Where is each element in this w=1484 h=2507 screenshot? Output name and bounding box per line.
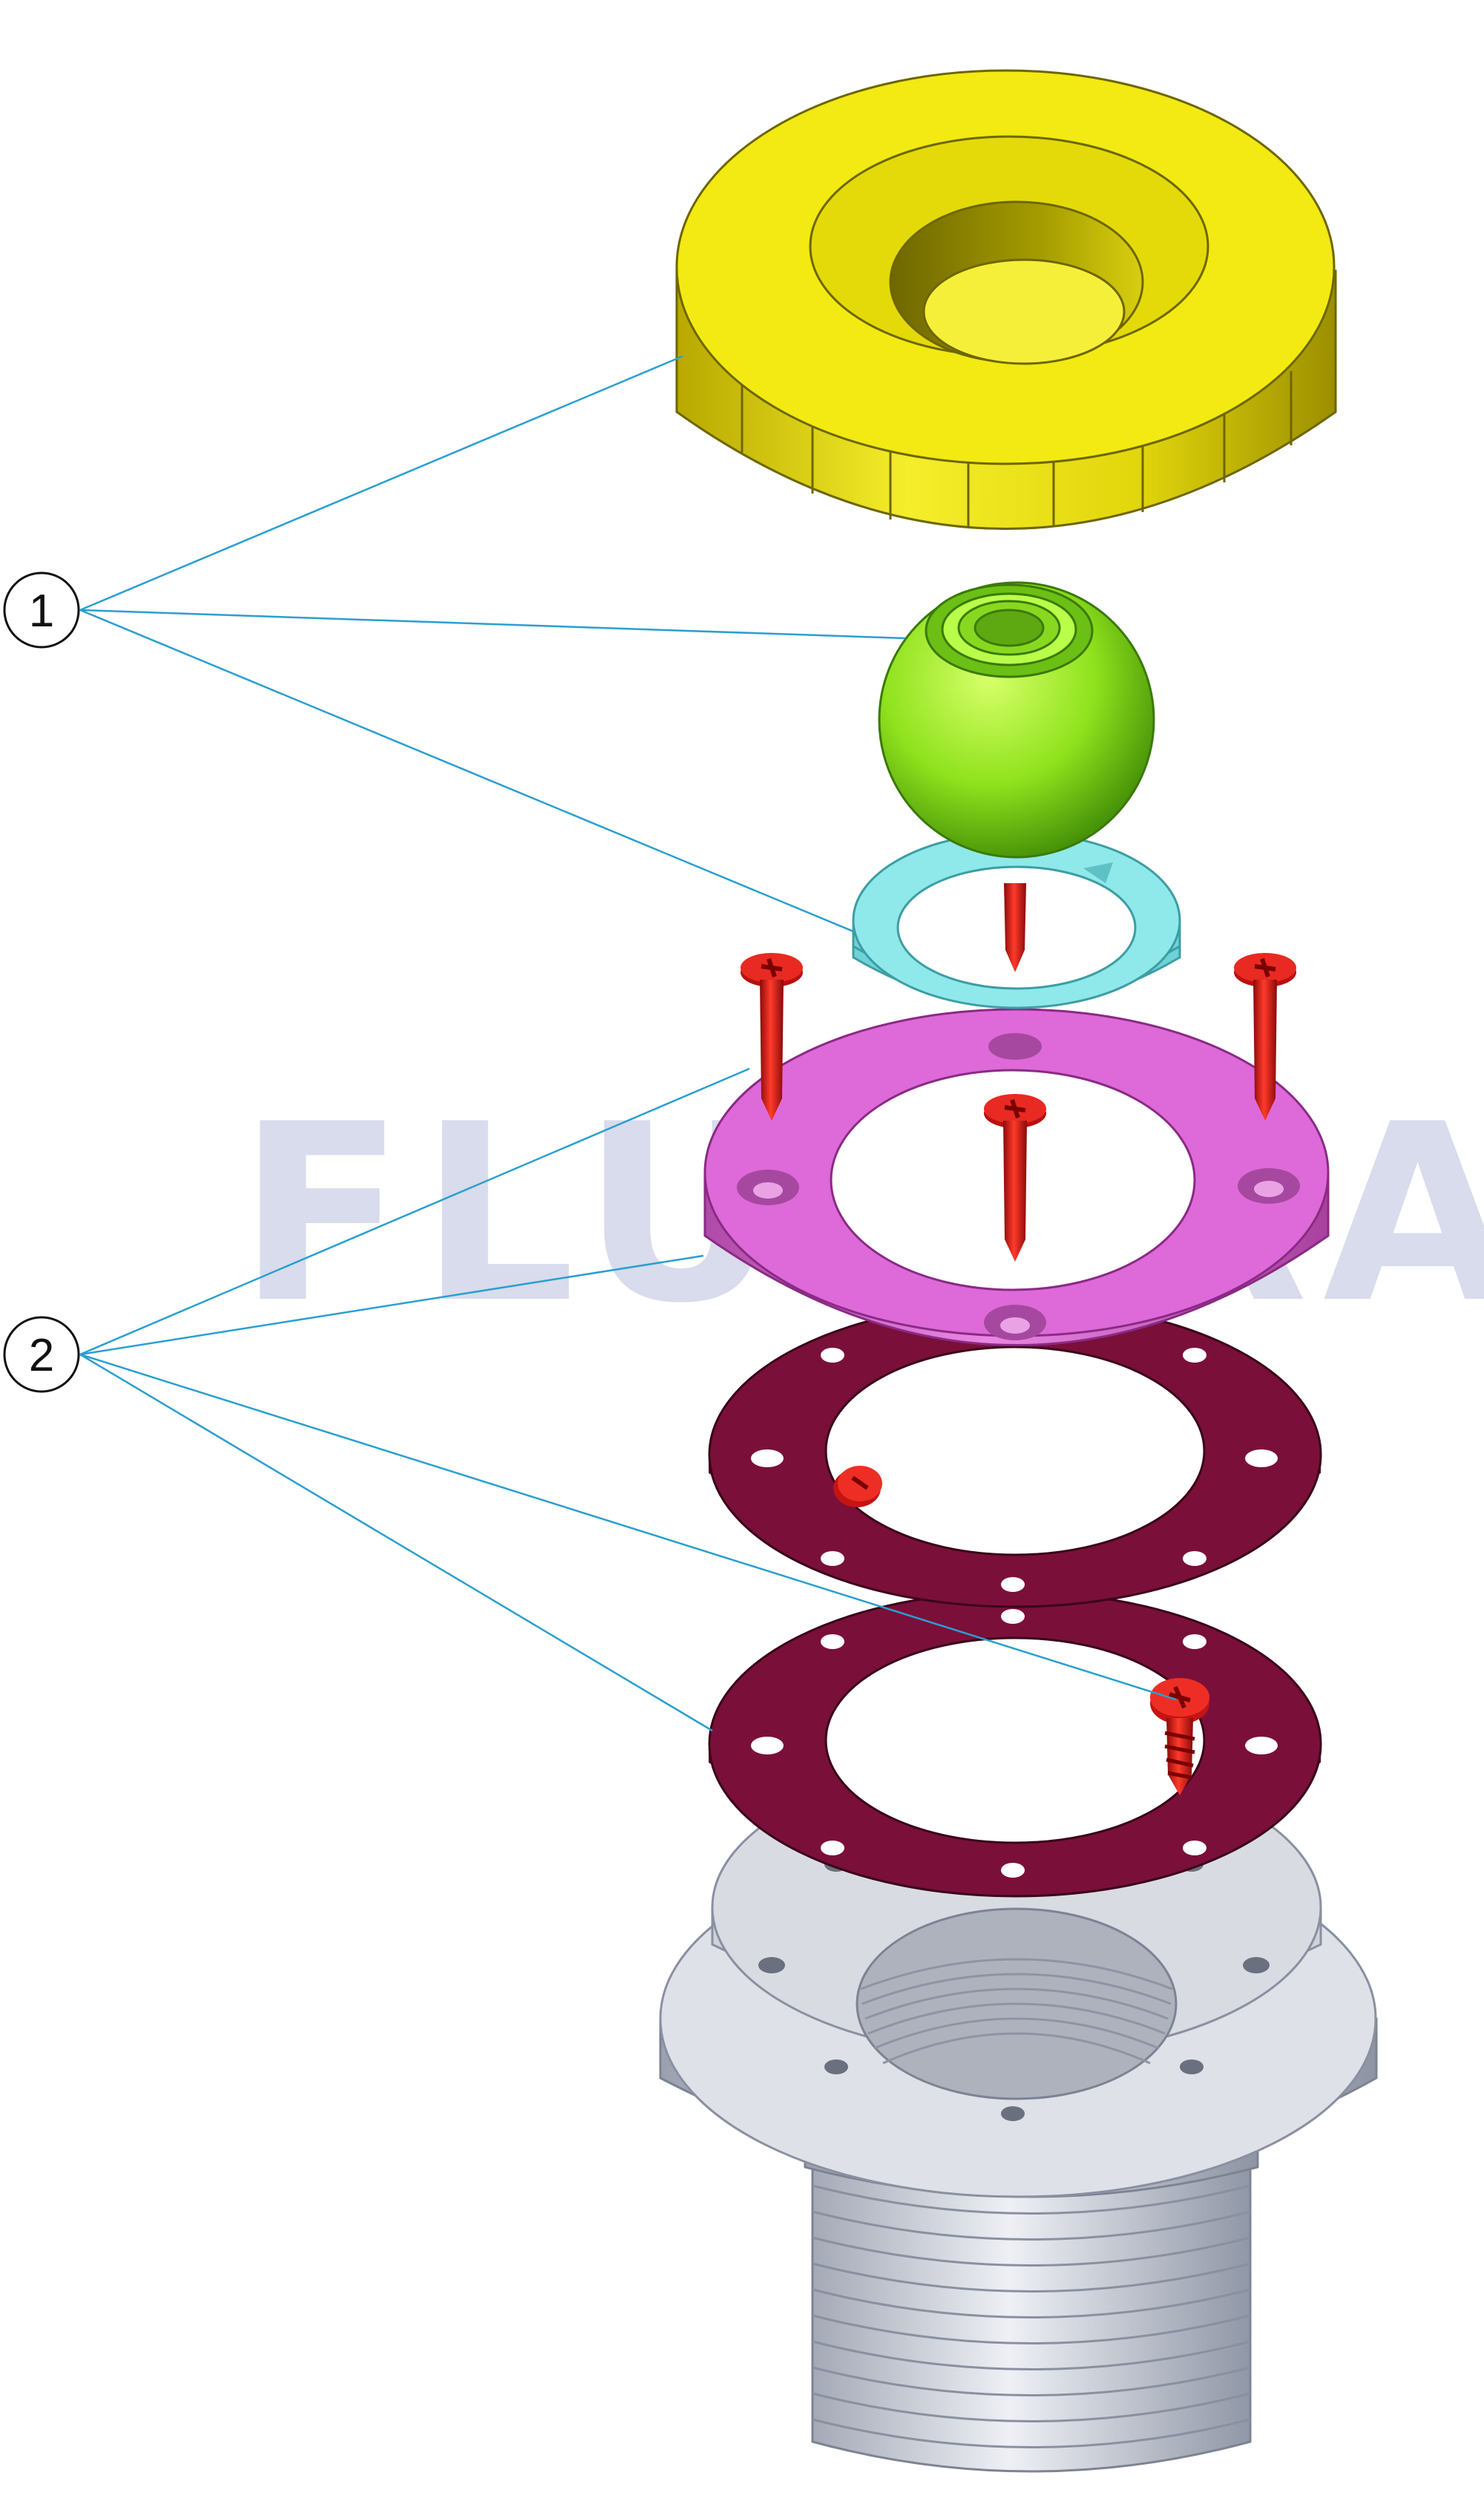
callout-1: 1 [3,571,80,649]
ring-screw [1004,883,1026,972]
lower-gasket [708,1590,1322,1898]
green-eyeball [878,581,1155,859]
callout-2-label: 2 [29,1330,54,1381]
callout-2-leaders [79,1067,1177,1732]
upper-gasket [708,1301,1322,1608]
yellow-cover-ring [675,69,1337,530]
callout-2: 2 [3,1316,80,1393]
callout-1-leaders [79,355,906,933]
wall-fitting-body [659,1757,1378,2473]
callout-1-label: 1 [29,586,54,637]
short-screw-upper [833,1466,882,1507]
